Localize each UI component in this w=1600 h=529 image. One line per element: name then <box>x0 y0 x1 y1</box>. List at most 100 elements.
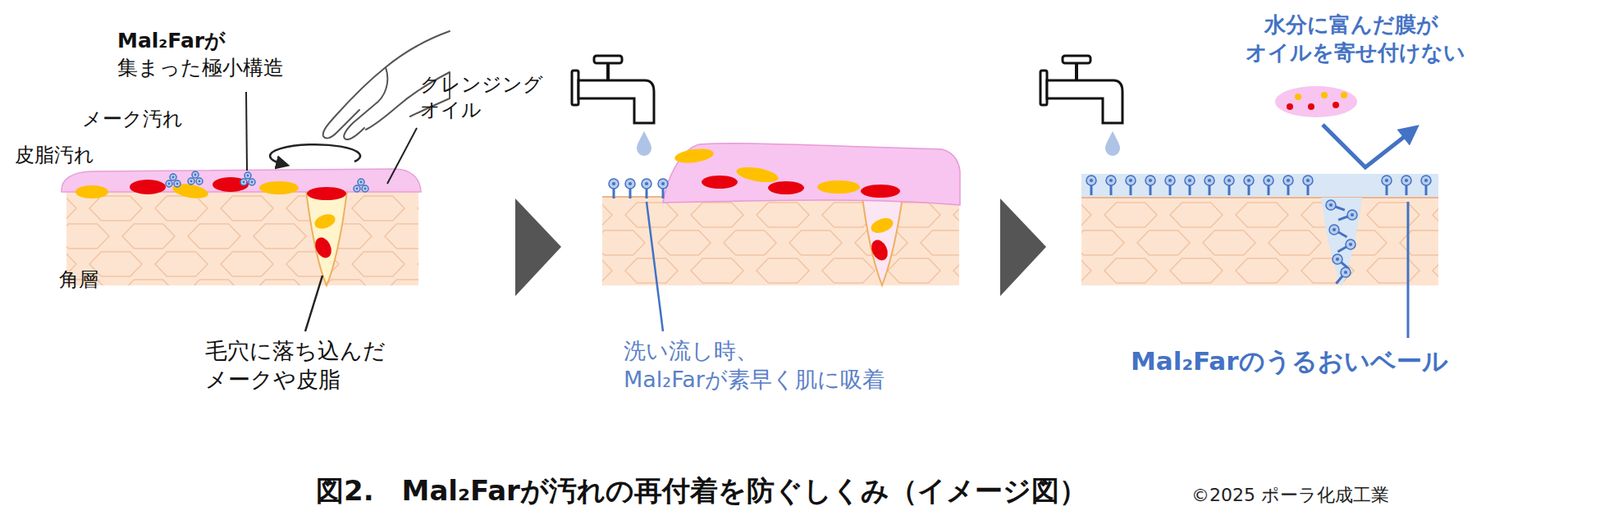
molecule-core <box>1385 178 1389 183</box>
cell-outline <box>384 279 419 286</box>
cell-outline <box>602 202 613 228</box>
art-ellipse <box>312 211 338 232</box>
molecule-head <box>169 173 177 181</box>
cell-outline <box>920 230 960 256</box>
molecule-core <box>1109 178 1113 183</box>
molecule-head <box>1243 175 1254 186</box>
molecule-core <box>612 182 616 186</box>
molecule-core <box>1247 178 1251 183</box>
molecule-head <box>641 178 652 189</box>
skin-panel-3 <box>1038 55 1486 339</box>
molecule-core <box>1207 178 1212 183</box>
molecule-head <box>248 178 256 186</box>
cell-outline <box>789 230 842 256</box>
molecule-core <box>360 181 363 184</box>
art-ellipse <box>673 146 715 166</box>
molecule-core <box>1286 178 1290 183</box>
cell-outline <box>89 196 142 221</box>
cell-outline <box>625 202 678 228</box>
molecule-head <box>353 185 361 192</box>
cell-outline <box>187 224 241 249</box>
molecule-head <box>1381 175 1392 186</box>
cell-outline <box>122 279 175 286</box>
label: クレンジング オイル <box>420 72 550 124</box>
cell-outline <box>1432 202 1439 228</box>
art-ellipse <box>129 179 166 195</box>
molecule-core <box>644 182 649 186</box>
cell-outline <box>1137 230 1190 256</box>
text-line: メークや皮脂 <box>205 365 394 394</box>
molecule-head <box>1263 175 1274 186</box>
cell-outline <box>253 224 307 249</box>
faucet-handle <box>594 55 622 64</box>
art-ellipse <box>75 185 109 199</box>
art-group <box>66 196 419 286</box>
molecule-core <box>190 180 193 183</box>
cell-outline <box>953 202 960 228</box>
figure-caption: 図2. Mal₂Farが汚れの再付着を防ぐしくみ（イメージ図） <box>315 472 1088 509</box>
molecule-head <box>173 180 181 188</box>
label: 洗い流し時、 Mal₂Farが素早く肌に吸着 <box>623 336 885 394</box>
label: Mal₂Farが 集まった極小構造 <box>117 27 284 82</box>
cell-outline <box>66 196 77 221</box>
molecule-core <box>1148 178 1152 183</box>
cell-outline <box>1235 202 1289 228</box>
stain-dot <box>1294 93 1302 101</box>
water-drop <box>1105 131 1120 156</box>
cell-outline <box>690 202 744 228</box>
molecule-head <box>1283 175 1294 186</box>
molecule-head <box>1302 175 1313 186</box>
faucet-body <box>578 80 654 124</box>
art-ellipse <box>868 237 891 263</box>
cell-outline <box>417 196 419 221</box>
art-path <box>1321 197 1363 288</box>
cell-outline <box>1081 230 1125 256</box>
molecule-head <box>608 178 619 189</box>
molecule-core <box>1129 178 1133 183</box>
stain-dot <box>1332 101 1340 109</box>
molecule-core <box>172 176 175 179</box>
molecule-core <box>1348 242 1353 247</box>
art-path <box>862 196 903 286</box>
cell-outline <box>1104 202 1157 228</box>
art-path <box>662 143 960 206</box>
molecule-core <box>1266 178 1271 183</box>
label: 水分に富んだ膜が オイルを寄せ付けない <box>1245 11 1466 68</box>
art-path <box>306 190 348 286</box>
label: 角層 <box>59 267 99 293</box>
molecule-head <box>1125 175 1136 186</box>
cell-outline <box>658 230 711 256</box>
molecule-core <box>1344 270 1348 275</box>
label: メーク汚れ <box>82 106 183 133</box>
cell-outline <box>1366 202 1420 228</box>
molecule-core <box>1350 213 1354 217</box>
art-ellipse <box>868 215 896 237</box>
stain-dot <box>1340 91 1348 99</box>
text-line: クレンジング <box>420 72 550 98</box>
step-arrow <box>1000 198 1047 297</box>
molecule-core <box>1404 178 1408 183</box>
art-ellipse <box>212 177 249 192</box>
art-group <box>1081 202 1439 286</box>
faucet-stem <box>606 62 610 81</box>
molecule-core <box>1089 178 1093 183</box>
faucet-handle <box>1062 55 1091 64</box>
art-group <box>165 171 369 192</box>
step-arrow <box>515 198 562 297</box>
molecule-head <box>357 178 365 186</box>
cell-outline <box>1170 202 1223 228</box>
molecule-core <box>242 181 246 184</box>
molecule-core <box>251 181 254 184</box>
molecule-core <box>1306 178 1310 183</box>
cell-outline <box>187 279 241 286</box>
label: 皮脂汚れ <box>14 142 95 169</box>
molecule-core <box>1227 178 1231 183</box>
cell-outline <box>417 251 419 277</box>
molecule-head <box>1204 175 1215 186</box>
molecule-head <box>1401 175 1412 186</box>
art-rect <box>1081 196 1439 286</box>
cell-outline <box>155 196 208 221</box>
molecule-core <box>168 182 171 186</box>
art-polyline <box>1322 124 1412 168</box>
